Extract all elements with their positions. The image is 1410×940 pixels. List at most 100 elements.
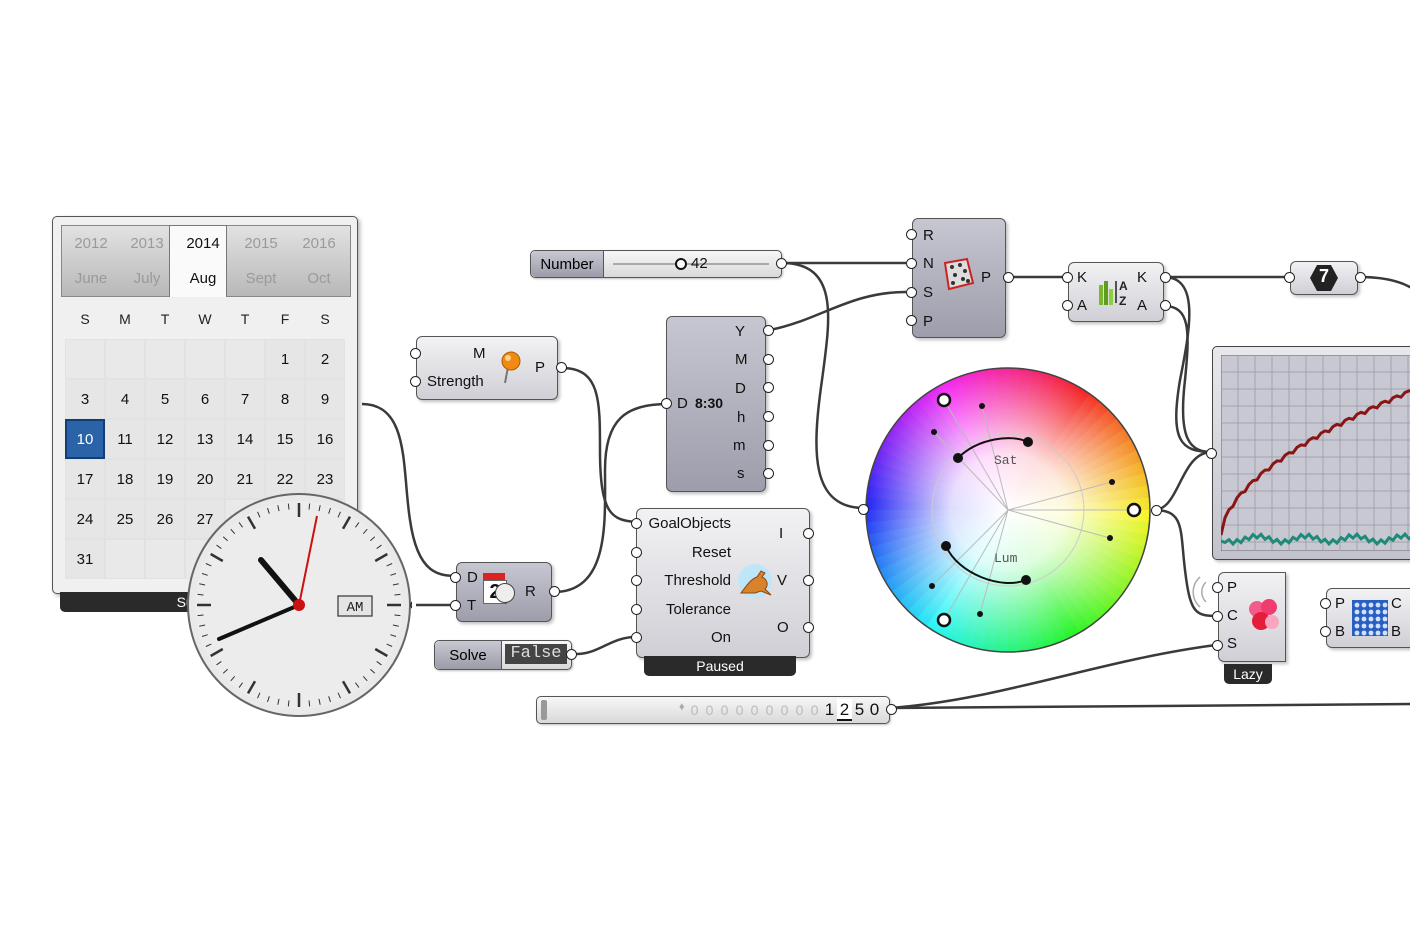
output-grip[interactable] — [763, 354, 774, 365]
output-grip[interactable] — [556, 362, 567, 373]
year-item-selected[interactable]: 2014 — [186, 235, 220, 252]
calendar-day-cell[interactable]: 4 — [105, 379, 145, 419]
number-slider-track[interactable] — [613, 263, 769, 265]
month-item[interactable]: Sept — [245, 270, 277, 287]
calendar-day-cell[interactable]: 23 — [305, 459, 345, 499]
input-grip[interactable] — [1212, 640, 1223, 651]
year-item[interactable]: 2015 — [244, 235, 278, 252]
digit[interactable]: 2 — [837, 699, 852, 721]
calendar-day-cell[interactable]: 18 — [105, 459, 145, 499]
analog-clock[interactable]: AM — [186, 492, 412, 718]
calendar-day-cell[interactable]: 11 — [105, 419, 145, 459]
digit[interactable]: 0 — [810, 702, 819, 718]
output-grip[interactable] — [803, 528, 814, 539]
input-grip[interactable] — [858, 504, 869, 515]
input-grip[interactable] — [906, 315, 917, 326]
calendar-day-cell[interactable]: 22 — [265, 459, 305, 499]
construct-date-component[interactable]: D T R 2 — [456, 562, 552, 622]
digit[interactable]: 5 — [854, 700, 865, 719]
digit[interactable]: 1 — [824, 700, 835, 719]
digit[interactable]: 0 — [869, 700, 880, 719]
digit[interactable]: 0 — [735, 702, 744, 718]
digit[interactable]: 0 — [750, 702, 759, 718]
calendar-day-cell[interactable]: 7 — [225, 379, 265, 419]
number-slider-handle[interactable] — [675, 258, 687, 270]
month-item[interactable]: Oct — [307, 270, 331, 287]
input-grip[interactable] — [1062, 272, 1073, 283]
input-grip[interactable] — [631, 604, 642, 615]
point-cloud-component[interactable]: P B C B — [1326, 588, 1410, 648]
input-grip[interactable] — [450, 572, 461, 583]
toggle-value[interactable]: False — [505, 644, 567, 664]
input-grip[interactable] — [1212, 582, 1223, 593]
output-grip[interactable] — [763, 411, 774, 422]
number-slider-output-grip[interactable] — [776, 258, 787, 269]
calendar-day-cell[interactable]: 16 — [305, 419, 345, 459]
output-grip[interactable] — [763, 382, 774, 393]
calendar-day-cell[interactable]: 26 — [145, 499, 185, 539]
output-grip[interactable] — [886, 704, 897, 715]
deconstruct-date-component[interactable]: D 8:30 Y M D h m s — [666, 316, 766, 492]
output-grip[interactable] — [1003, 272, 1014, 283]
calendar-day-cell[interactable]: 27 — [185, 499, 225, 539]
calendar-day-cell[interactable]: 20 — [185, 459, 225, 499]
input-grip[interactable] — [450, 600, 461, 611]
populate-component[interactable]: R N S P P — [912, 218, 1006, 338]
output-grip[interactable] — [763, 325, 774, 336]
calendar-day-cell[interactable]: 2 — [305, 339, 345, 379]
output-grip[interactable] — [566, 649, 577, 660]
input-grip[interactable] — [906, 229, 917, 240]
input-grip[interactable] — [631, 547, 642, 558]
year-item[interactable]: 2012 — [74, 235, 108, 252]
input-grip[interactable] — [1320, 598, 1331, 609]
lazy-component[interactable]: P C S — [1218, 572, 1286, 662]
calendar-day-cell[interactable]: 9 — [305, 379, 345, 419]
calendar-day-cell[interactable]: 17 — [65, 459, 105, 499]
calendar-day-cell[interactable]: 31 — [65, 539, 105, 579]
calendar-day-cell[interactable]: 6 — [185, 379, 225, 419]
graph-mapper[interactable] — [1212, 346, 1410, 560]
output-grip[interactable] — [1355, 272, 1366, 283]
calendar-day-cell[interactable]: 25 — [105, 499, 145, 539]
calendar-day-cell[interactable]: 1 — [265, 339, 305, 379]
number-slider[interactable]: Number 42 — [530, 250, 782, 278]
month-item[interactable]: June — [74, 270, 108, 287]
month-item-selected[interactable]: Aug — [189, 270, 217, 287]
input-grip[interactable] — [631, 518, 642, 529]
input-grip[interactable] — [410, 376, 421, 387]
output-grip[interactable] — [549, 586, 560, 597]
input-grip[interactable] — [906, 258, 917, 269]
digit[interactable]: 0 — [780, 702, 789, 718]
digit[interactable]: 0 — [690, 702, 699, 718]
input-grip[interactable] — [661, 398, 672, 409]
year-item[interactable]: 2013 — [130, 235, 164, 252]
input-grip[interactable] — [906, 287, 917, 298]
calendar-day-cell[interactable]: 13 — [185, 419, 225, 459]
digit[interactable]: 0 — [705, 702, 714, 718]
input-grip[interactable] — [1212, 611, 1223, 622]
anchor-component[interactable]: M Strength P — [416, 336, 558, 400]
calendar-day-cell[interactable]: 12 — [145, 419, 185, 459]
graph-input-grip[interactable] — [1206, 448, 1217, 459]
digit[interactable]: 0 — [765, 702, 774, 718]
calendar-day-cell[interactable]: 10 — [65, 419, 105, 459]
calendar-day-cell[interactable]: 5 — [145, 379, 185, 419]
calendar-day-cell[interactable]: 14 — [225, 419, 265, 459]
calendar-day-cell[interactable]: 19 — [145, 459, 185, 499]
boolean-toggle[interactable]: Solve False — [434, 640, 572, 670]
year-item[interactable]: 2016 — [302, 235, 336, 252]
input-grip[interactable] — [1320, 626, 1331, 637]
calendar-day-cell[interactable]: 24 — [65, 499, 105, 539]
calendar-day-cell[interactable]: 15 — [265, 419, 305, 459]
input-grip[interactable] — [631, 632, 642, 643]
output-grip[interactable] — [1160, 300, 1171, 311]
month-item[interactable]: July — [133, 270, 161, 287]
digit[interactable]: 0 — [795, 702, 804, 718]
input-grip[interactable] — [1284, 272, 1295, 283]
color-wheel-widget[interactable]: Sat Lum — [862, 366, 1158, 658]
calendar-day-cell[interactable]: 21 — [225, 459, 265, 499]
number-parameter[interactable]: 7 — [1290, 261, 1358, 295]
calendar-day-cell[interactable]: 3 — [65, 379, 105, 419]
